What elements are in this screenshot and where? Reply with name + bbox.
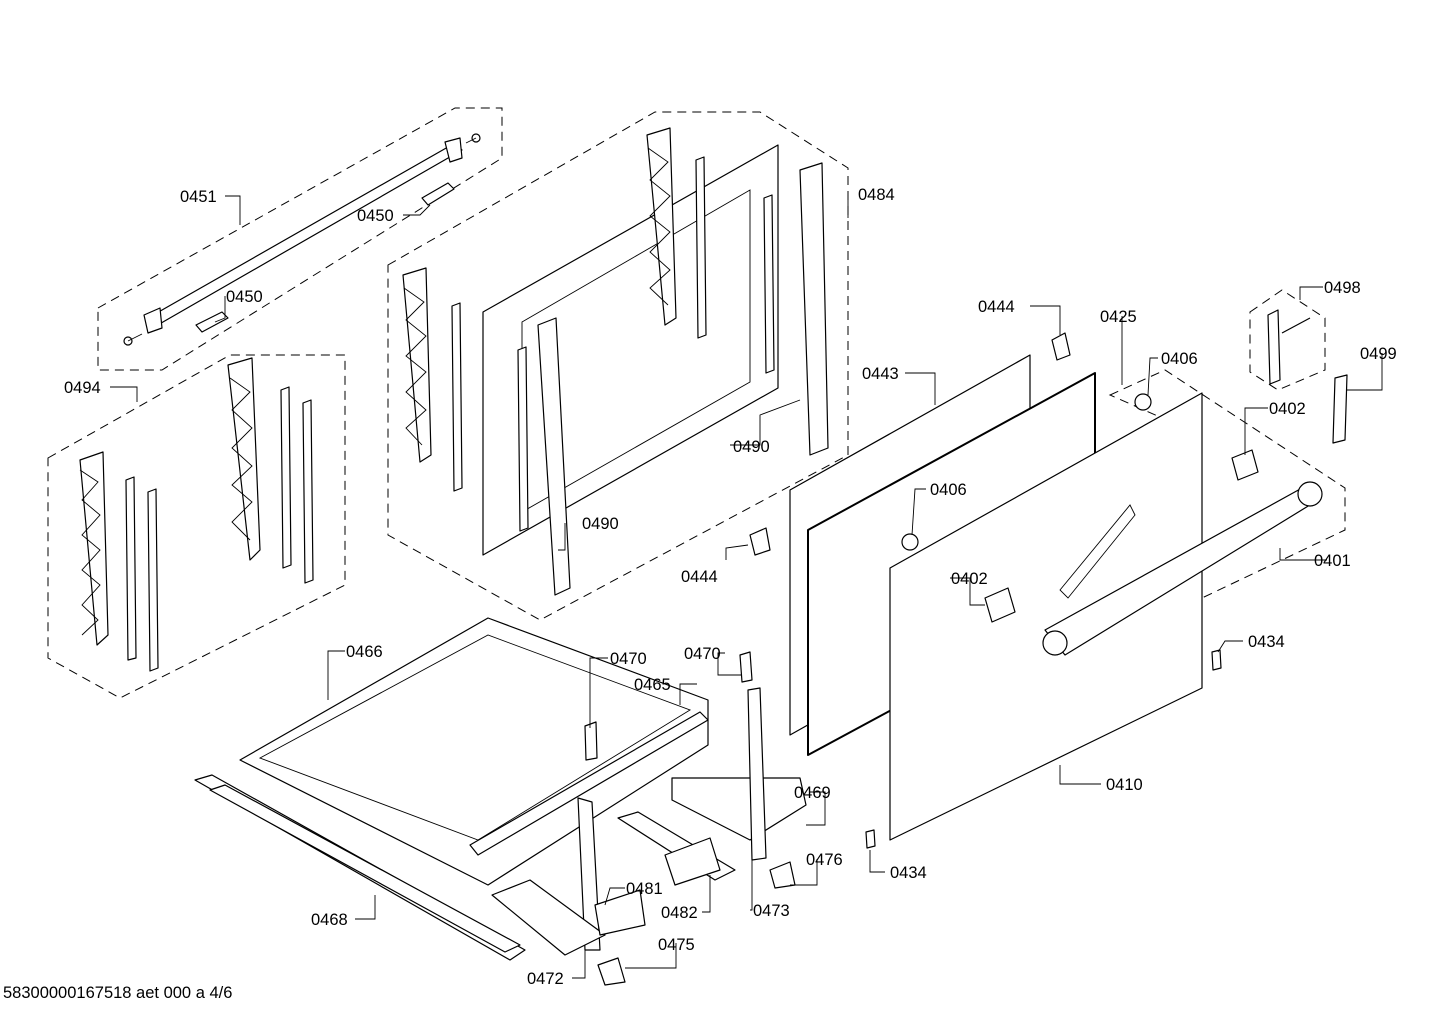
group-outline-left-rails	[47, 354, 346, 699]
group-outline-inner-frame	[387, 111, 849, 621]
part-label-0402: 0402	[1269, 400, 1306, 418]
part-labels: 0451 0450 0450 0484 0494 0490 0490 0444 …	[64, 186, 1397, 988]
part-label-0470: 0470	[684, 645, 721, 663]
part-label-0490: 0490	[733, 438, 770, 456]
left-rack-supports	[79, 357, 314, 672]
part-label-0425: 0425	[1100, 308, 1137, 326]
part-label-0499: 0499	[1360, 345, 1397, 363]
part-label-0434: 0434	[1248, 633, 1285, 651]
part-label-0443: 0443	[862, 365, 899, 383]
part-label-0484: 0484	[858, 186, 895, 204]
part-label-0470: 0470	[610, 650, 647, 668]
part-label-0406: 0406	[930, 481, 967, 499]
part-label-0466: 0466	[346, 643, 383, 661]
part-label-0476: 0476	[806, 851, 843, 869]
part-label-0481: 0481	[626, 880, 663, 898]
leader-lines	[110, 194, 1383, 979]
part-label-0494: 0494	[64, 379, 101, 397]
door-handle-part	[749, 309, 1348, 849]
drawing-reference-footer: 58300000167518 aet 000 a 4/6	[3, 984, 232, 1002]
part-label-0498: 0498	[1324, 279, 1361, 297]
part-label-0465: 0465	[634, 676, 671, 694]
part-label-0406: 0406	[1161, 350, 1198, 368]
part-label-0490: 0490	[582, 515, 619, 533]
part-label-0401: 0401	[1314, 552, 1351, 570]
inner-frame-assembly	[402, 127, 829, 596]
part-label-0473: 0473	[753, 902, 790, 920]
part-label-0482: 0482	[661, 904, 698, 922]
bottom-shelf-assembly	[194, 617, 807, 986]
part-label-0450: 0450	[226, 288, 263, 306]
part-label-0402: 0402	[951, 570, 988, 588]
part-label-0472: 0472	[527, 970, 564, 988]
part-label-0450: 0450	[357, 207, 394, 225]
handle-rod-part	[123, 133, 481, 346]
part-label-0469: 0469	[794, 784, 831, 802]
group-outline-handle	[97, 107, 503, 371]
part-label-0475: 0475	[658, 936, 695, 954]
group-outline-hinge-screw	[1249, 289, 1326, 391]
part-label-0434: 0434	[890, 864, 927, 882]
part-label-0444: 0444	[681, 568, 718, 586]
part-label-0444: 0444	[978, 298, 1015, 316]
part-label-0410: 0410	[1106, 776, 1143, 794]
part-label-0468: 0468	[311, 911, 348, 929]
part-label-0451: 0451	[180, 188, 217, 206]
